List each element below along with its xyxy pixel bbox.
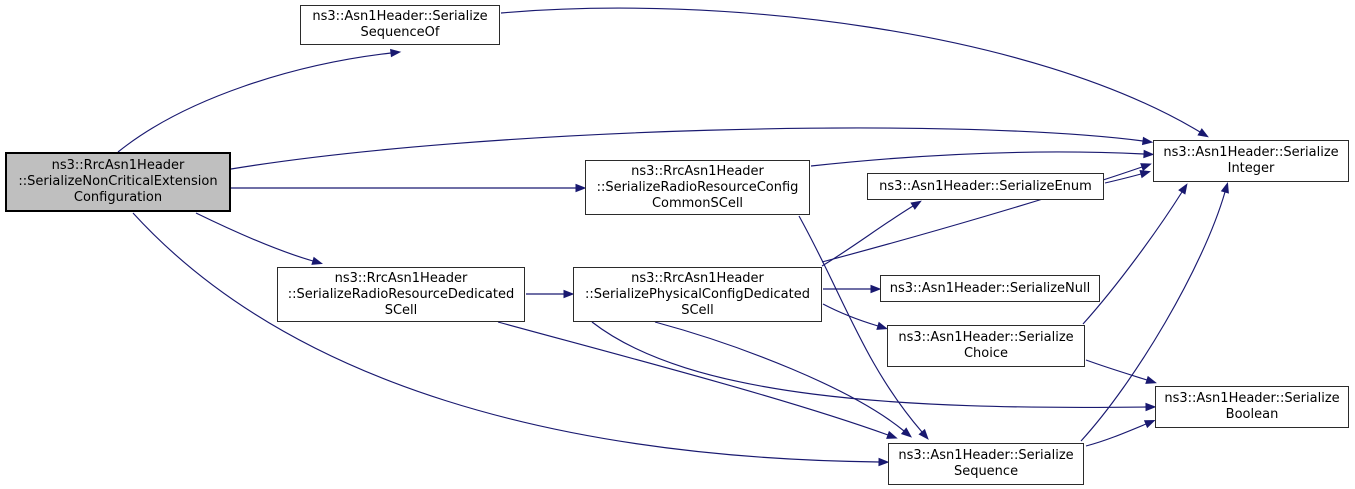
node-serialize-radio-resource-dedicated-scell[interactable]: ns3::RrcAsn1Header::SerializeRadioResour… [277,267,525,322]
edge-serialize-non-critical-extension-configuration-to-serialize-sequence-of [117,52,392,153]
node-label-line: ns3::Asn1Header::Serialize [1164,391,1340,406]
node-label-line: ns3::Asn1Header::Serialize [312,9,488,24]
edge-serialize-choice-to-serialize-boolean [1085,359,1148,381]
arrowhead-serialize-radio-resource-dedicated-scell-to-serialize-physical-config-dedicated-scell [563,289,575,299]
node-label-line: ::SerializeNonCriticalExtension [18,174,218,189]
arrowhead-serialize-non-critical-extension-configuration-to-serialize-sequence-of [390,48,402,58]
edge-serialize-non-critical-extension-configuration-to-serialize-sequence [132,212,880,463]
edge-serialize-sequence-of-to-serialize-integer [500,7,1201,133]
arrowhead-serialize-choice-to-serialize-integer [1178,183,1188,195]
edge-serialize-non-critical-extension-configuration-to-serialize-radio-resource-dedicated-scell [195,212,314,262]
node-label-line: ns3::Asn1Header::Serialize [1163,145,1339,160]
node-label-line: Configuration [73,190,163,205]
node-serialize-physical-config-dedicated-scell[interactable]: ns3::RrcAsn1Header::SerializePhysicalCon… [573,267,822,322]
node-label-line: ns3::Asn1Header::Serialize [898,448,1074,463]
node-label-line: ns3::Asn1Header::SerializeEnum [879,178,1092,194]
edge-serialize-physical-config-dedicated-scell-to-serialize-choice [822,303,879,327]
arrowhead-serialize-enum-to-serialize-integer [1139,170,1152,179]
arrowhead-serialize-sequence-to-serialize-integer [1220,182,1229,194]
arrowhead-serialize-radio-resource-dedicated-scell-to-serialize-sequence [886,430,898,439]
node-serialize-radio-resource-config-common-scell[interactable]: ns3::RrcAsn1Header::SerializeRadioResour… [585,160,810,215]
node-label-line: ::SerializeRadioResourceConfig [596,179,799,195]
node-label-line: ns3::RrcAsn1Header [334,270,468,286]
node-label-line: SCell [384,302,418,318]
arrowhead-serialize-sequence-of-to-serialize-integer [1197,128,1209,138]
node-label-line: ns3::Asn1Header::Serialize [898,330,1074,345]
edge-serialize-radio-resource-config-common-scell-to-serialize-sequence [798,215,923,433]
edge-serialize-radio-resource-dedicated-scell-to-serialize-sequence [497,321,889,436]
edge-serialize-non-critical-extension-configuration-to-serialize-integer [230,127,1144,170]
node-label-line: ::SerializePhysicalConfigDedicated [585,286,810,302]
node-label-line: Integer [1227,161,1275,176]
node-serialize-enum[interactable]: ns3::Asn1Header::SerializeEnum [867,173,1104,200]
arrowhead-serialize-physical-config-dedicated-scell-to-serialize-choice [876,321,888,330]
node-label-line: ns3::RrcAsn1Header [51,158,185,173]
node-label-line: Boolean [1225,407,1279,422]
node-label-line: ::SerializeRadioResourceDedicated [287,286,515,302]
node-label-line: ns3::RrcAsn1Header [631,270,764,286]
node-label-line: ns3::RrcAsn1Header [631,163,764,179]
node-label-line: Choice [963,346,1009,361]
node-serialize-null[interactable]: ns3::Asn1Header::SerializeNull [880,275,1100,302]
arrowhead-serialize-physical-config-dedicated-scell-to-serialize-integer [1140,163,1152,172]
node-serialize-non-critical-extension-configuration: ns3::RrcAsn1Header::SerializeNonCritical… [5,152,231,212]
arrowhead-serialize-non-critical-extension-configuration-to-serialize-radio-resource-dedicated-scell [311,256,323,265]
node-label-line: CommonSCell [651,195,744,211]
edge-serialize-enum-to-serialize-integer [1104,173,1142,184]
arrowhead-serialize-physical-config-dedicated-scell-to-serialize-null [870,284,882,294]
edge-serialize-radio-resource-config-common-scell-to-serialize-integer [810,151,1145,167]
edge-serialize-sequence-to-serialize-boolean [1085,423,1147,447]
arrowhead-serialize-physical-config-dedicated-scell-to-serialize-boolean [1145,402,1157,412]
arrowhead-serialize-physical-config-dedicated-scell-to-serialize-enum [910,200,922,210]
arrowhead-serialize-choice-to-serialize-boolean [1145,375,1157,384]
node-label-line: ns3::Asn1Header::SerializeNull [889,280,1091,296]
edge-serialize-choice-to-serialize-integer [1082,191,1183,325]
arrowhead-serialize-sequence-to-serialize-boolean [1143,420,1156,429]
arrowhead-serialize-non-critical-extension-configuration-to-serialize-integer [1141,136,1154,146]
node-label-line: Sequence [953,464,1019,479]
edge-serialize-sequence-to-serialize-integer [1080,191,1226,442]
edge-serialize-physical-config-dedicated-scell-to-serialize-enum [821,205,914,267]
arrowhead-serialize-non-critical-extension-configuration-to-serialize-sequence [878,457,890,467]
edge-serialize-physical-config-dedicated-scell-to-serialize-sequence [654,321,905,432]
arrowhead-serialize-radio-resource-config-common-scell-to-serialize-sequence [918,428,929,440]
arrowhead-serialize-radio-resource-config-common-scell-to-serialize-integer [1143,149,1155,159]
edge-serialize-physical-config-dedicated-scell-to-serialize-integer [821,166,1143,263]
node-label-line: SequenceOf [360,25,440,40]
arrowhead-serialize-non-critical-extension-configuration-to-serialize-radio-resource-config-common-scell [575,183,587,193]
node-label-line: SCell [681,302,714,318]
arrowhead-serialize-physical-config-dedicated-scell-to-serialize-sequence [900,427,912,438]
edge-serialize-physical-config-dedicated-scell-to-serialize-boolean [591,321,1147,408]
